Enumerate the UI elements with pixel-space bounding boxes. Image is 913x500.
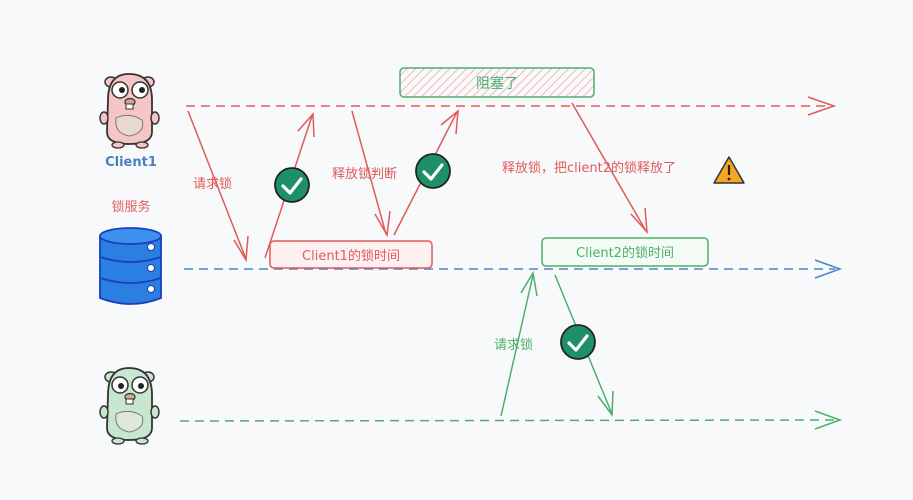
request-lock-label-1: 请求锁 [193,176,232,192]
request-lock-arrow-2 [500,270,538,417]
client2-timeline [179,410,843,430]
client1-lock-label: Client1的锁时间 [302,248,400,264]
check-circle-icon [415,153,451,189]
release-check-label: 释放锁判断 [332,166,397,182]
database-icon [99,227,162,305]
client2-lock-box: Client2的锁时间 [541,237,709,267]
lock-service-label: 锁服务 [111,199,150,215]
client1-timeline [186,96,837,116]
check-circle-icon [274,167,310,203]
client1-lock-box: Client1的锁时间 [269,240,433,269]
blocked-label: 阻塞了 [476,75,518,92]
client1-label: Client1 [105,155,157,170]
client2-gopher-icon [99,367,160,445]
warning-icon [713,156,745,184]
client1-gopher-icon [99,73,160,149]
release-check-arrow [351,110,391,238]
lock-service-timeline [184,259,843,279]
check-circle-icon [560,324,596,360]
request-lock-arrow-1 [187,110,249,263]
release-wrong-label: 释放锁，把client2的锁释放了 [502,160,676,176]
request-lock-label-2: 请求锁 [494,337,533,353]
release-wrong-arrow [571,102,648,235]
client2-lock-label: Client2的锁时间 [576,245,674,261]
blocked-box: 阻塞了 [399,67,595,98]
